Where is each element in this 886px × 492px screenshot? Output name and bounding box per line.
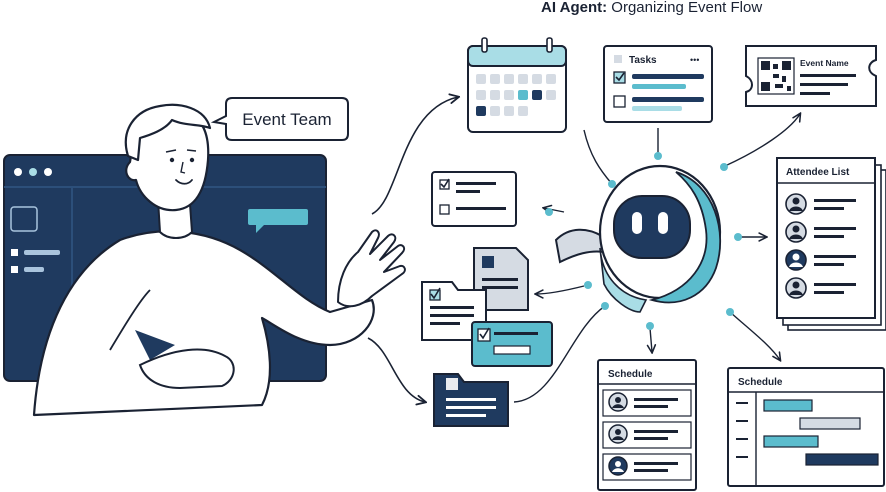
schedule-list-title: Schedule bbox=[608, 369, 653, 380]
checklist-card bbox=[431, 171, 517, 227]
title-bold: AI Agent: bbox=[541, 0, 608, 16]
attendee-row bbox=[785, 221, 856, 243]
robot-icon bbox=[554, 164, 722, 313]
calendar-day bbox=[546, 90, 556, 100]
calendar-day bbox=[490, 106, 500, 116]
schedule-gantt-title: Schedule bbox=[738, 377, 783, 388]
calendar-day bbox=[504, 74, 514, 84]
calendar-day bbox=[504, 90, 514, 100]
attendee-row bbox=[785, 193, 856, 215]
tasks-title: Tasks bbox=[629, 55, 657, 66]
calendar-icon bbox=[467, 37, 567, 133]
calendar-day bbox=[518, 106, 528, 116]
chat-bubble-icon bbox=[248, 209, 308, 225]
checkbox-empty bbox=[613, 95, 626, 108]
attendee-row bbox=[785, 249, 856, 271]
calendar-day bbox=[532, 74, 542, 84]
robot-connectors bbox=[513, 114, 800, 403]
window-dot bbox=[14, 168, 22, 176]
calendar-day bbox=[504, 106, 514, 116]
person bbox=[32, 103, 406, 417]
connector-dots bbox=[545, 152, 742, 330]
calendar-day bbox=[476, 74, 486, 84]
speech-bubble: Event Team bbox=[210, 97, 349, 141]
speech-bubble-text: Event Team bbox=[242, 110, 331, 129]
folder-icon bbox=[433, 373, 509, 427]
calendar-day bbox=[476, 106, 486, 116]
schedule-gantt-card: Schedule bbox=[727, 367, 885, 487]
calendar-day bbox=[532, 90, 542, 100]
ticket-icon: Event Name bbox=[745, 45, 877, 107]
schedule-row bbox=[602, 453, 692, 481]
window-dot bbox=[29, 168, 37, 176]
page-title: AI Agent: Organizing Event Flow bbox=[541, 0, 762, 16]
calendar-day bbox=[476, 90, 486, 100]
window-dot bbox=[44, 168, 52, 176]
checkbox-checked bbox=[613, 71, 626, 84]
attendee-title: Attendee List bbox=[786, 167, 850, 178]
calendar-day bbox=[490, 90, 500, 100]
calendar-day bbox=[546, 74, 556, 84]
schedule-row bbox=[602, 421, 692, 449]
tasks-menu-icon: ••• bbox=[690, 55, 699, 65]
title-rest: Organizing Event Flow bbox=[611, 0, 763, 16]
calendar-day bbox=[518, 90, 528, 100]
attendee-row bbox=[785, 277, 856, 299]
tasks-card: Tasks ••• bbox=[603, 45, 713, 123]
attendee-list-card: Attendee List bbox=[776, 157, 886, 331]
calendar-day bbox=[518, 74, 528, 84]
qr-code-icon bbox=[757, 57, 795, 95]
schedule-row bbox=[602, 389, 692, 417]
ticket-title: Event Name bbox=[800, 58, 849, 68]
calendar-day bbox=[490, 74, 500, 84]
documents-icon bbox=[421, 247, 553, 367]
schedule-list-card: Schedule bbox=[597, 359, 697, 491]
